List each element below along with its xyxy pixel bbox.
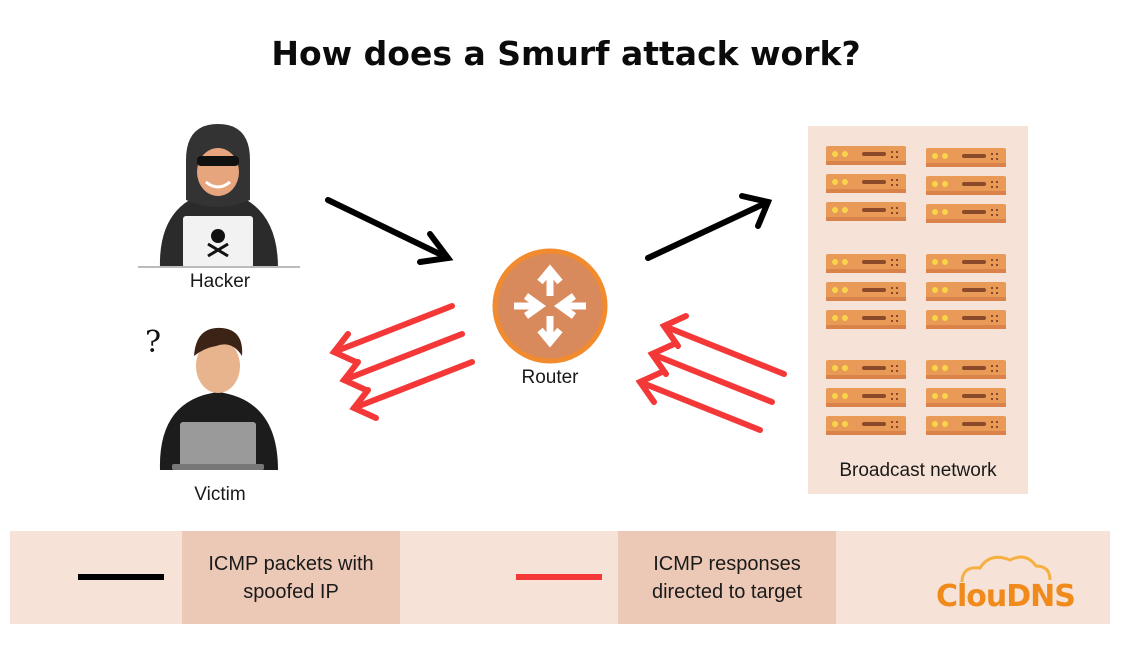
server-racks xyxy=(826,146,1006,435)
legend-black-line xyxy=(78,574,164,580)
victim-figure: ? xyxy=(145,325,278,470)
legend-red-text: ICMP responses directed to target xyxy=(618,531,836,624)
question-mark-icon: ? xyxy=(145,325,161,360)
request-arrow-router-broadcast xyxy=(645,193,773,261)
response-arrow-router-victim-3 xyxy=(349,359,475,421)
legend-red-line xyxy=(516,574,602,580)
response-arrow-broadcast-router-3 xyxy=(635,369,763,433)
response-arrow-broadcast-router-2 xyxy=(647,341,775,405)
router-label: Router xyxy=(521,367,579,388)
request-arrow-hacker-router xyxy=(325,197,454,265)
broadcast-network-label: Broadcast network xyxy=(839,460,997,481)
hacker-label: Hacker xyxy=(189,271,251,292)
legend: ICMP packets with spoofed IP ICMP respon… xyxy=(10,531,1110,624)
hacker-figure xyxy=(138,124,300,268)
victim-label: Victim xyxy=(194,484,246,505)
response-arrow-router-victim-1 xyxy=(329,303,455,365)
router-icon xyxy=(492,248,608,364)
page-title: How does a Smurf attack work? xyxy=(271,34,861,73)
response-arrow-broadcast-router-1 xyxy=(659,313,787,377)
response-arrow-router-victim-2 xyxy=(339,331,465,393)
legend-black-text: ICMP packets with spoofed IP xyxy=(182,531,400,624)
cloudns-logo: ClouDNS xyxy=(936,579,1076,614)
